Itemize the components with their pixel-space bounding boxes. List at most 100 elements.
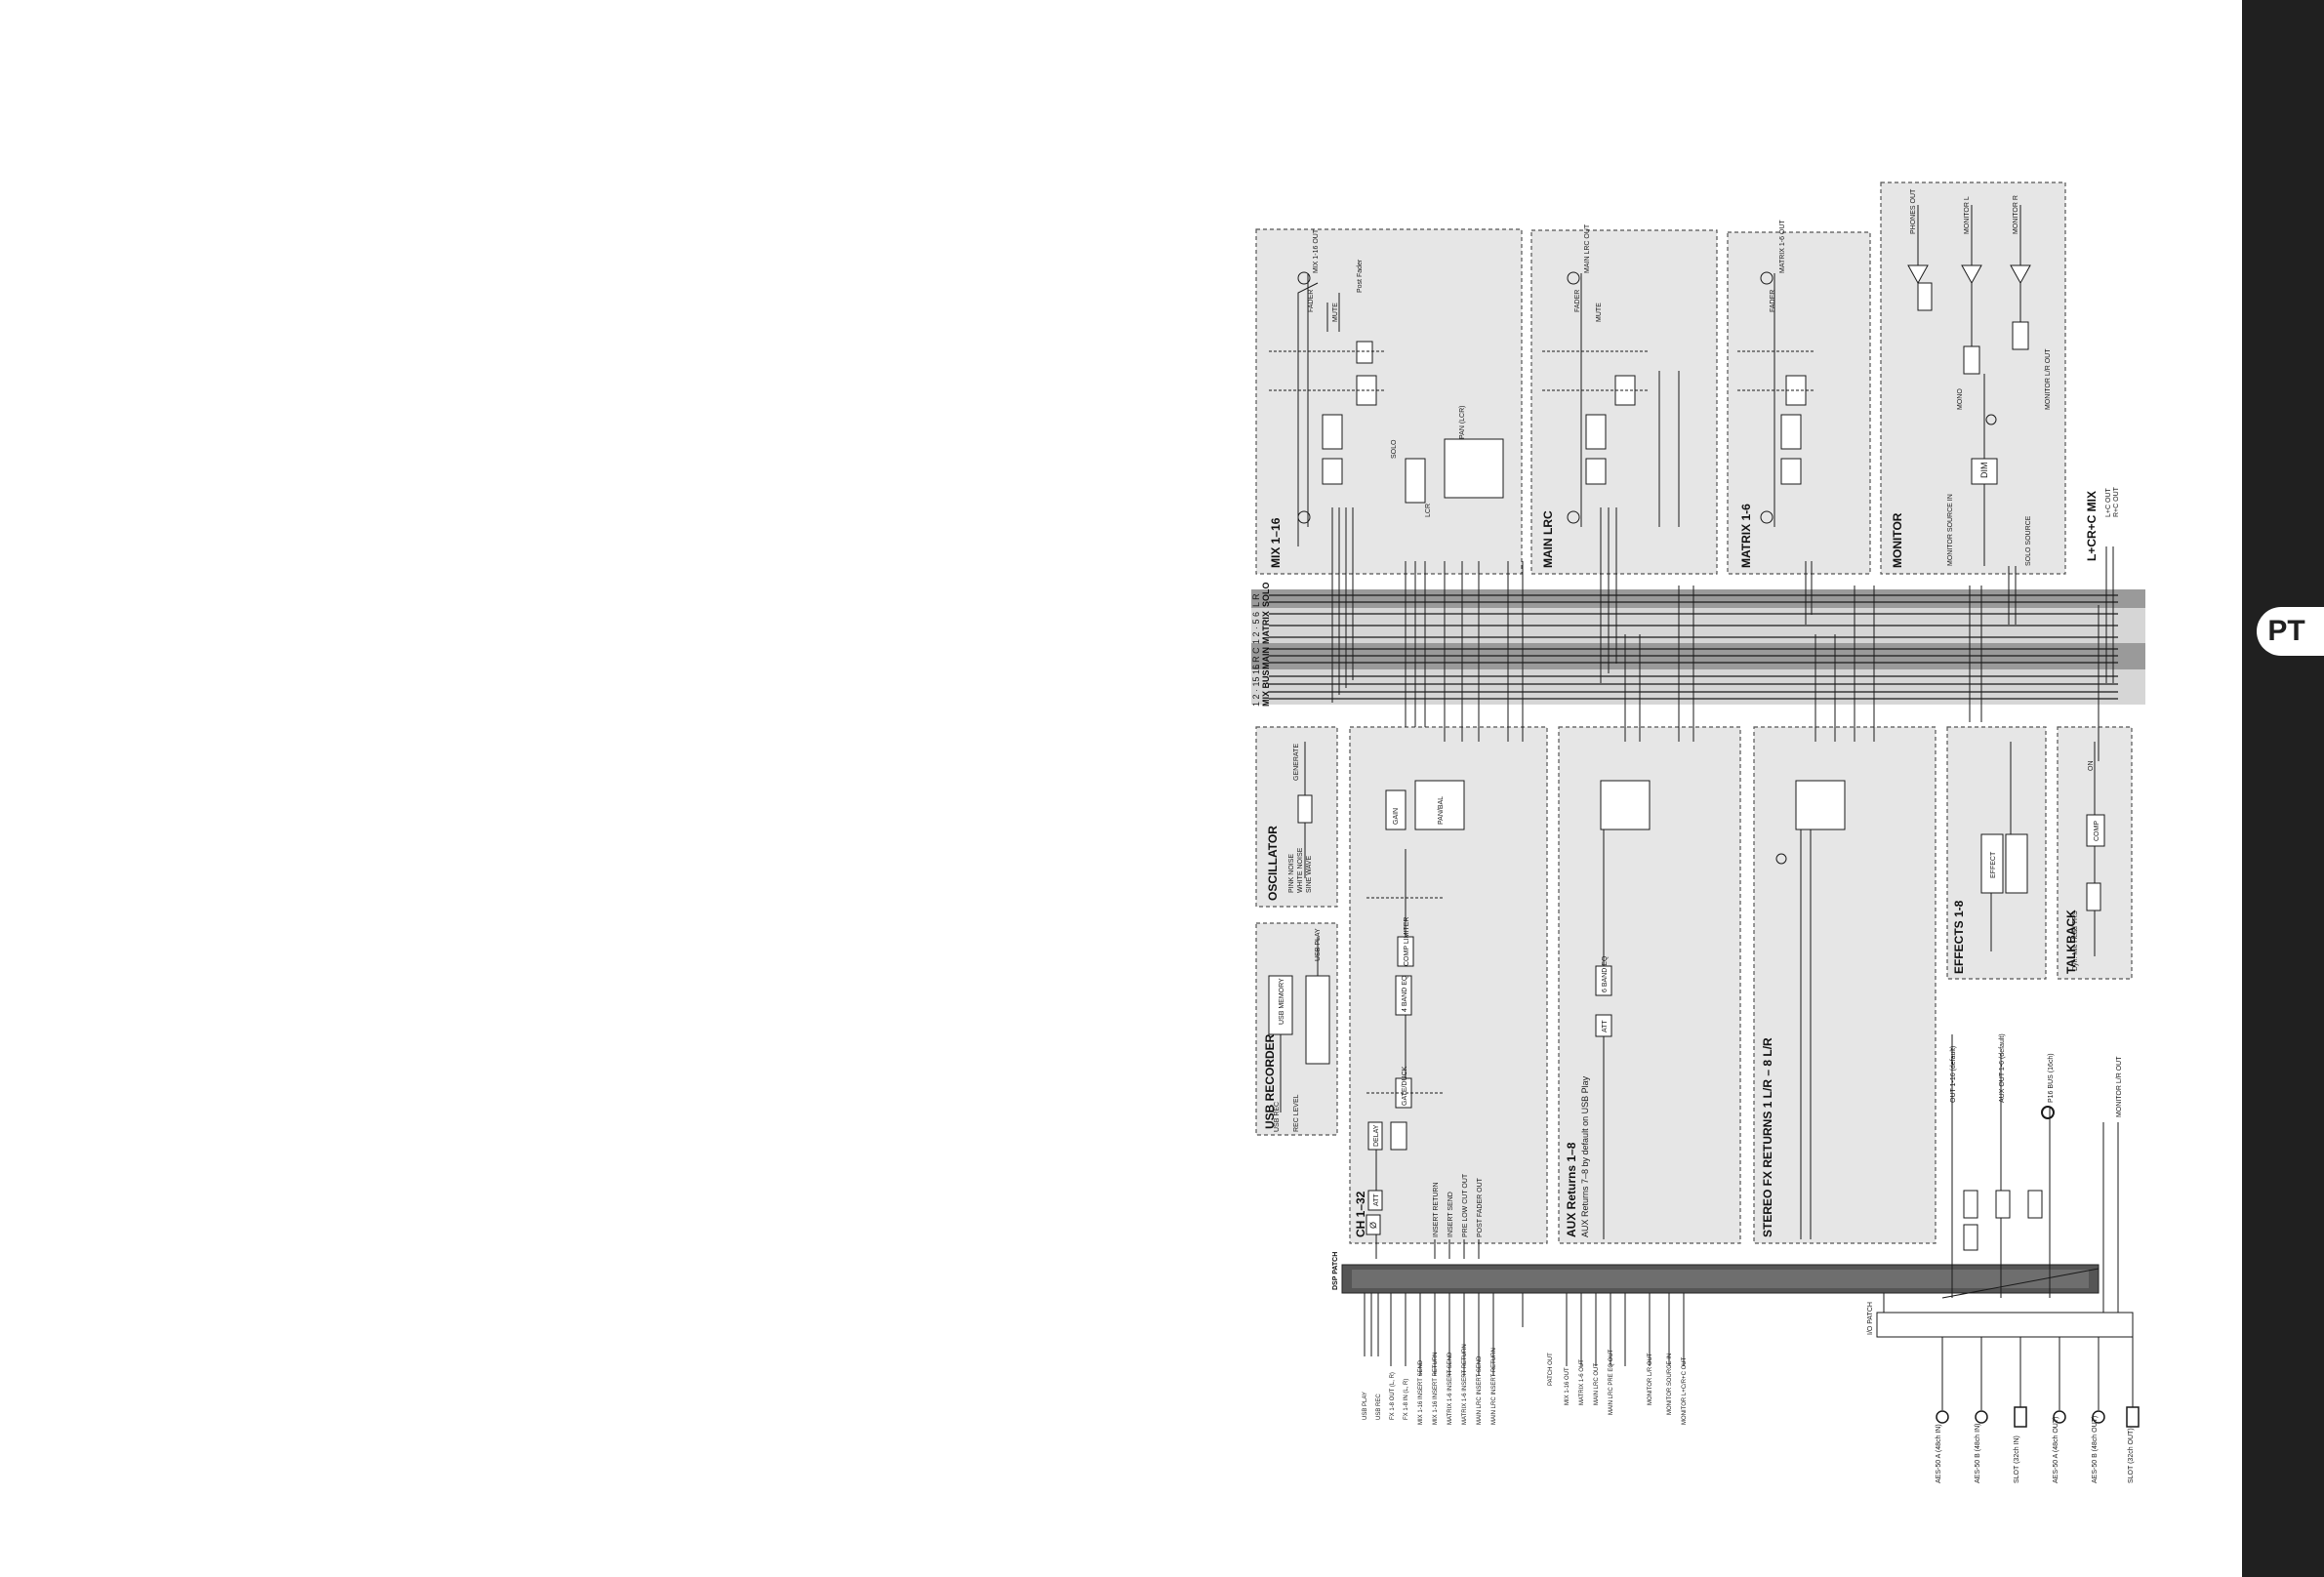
- main-eq-box: [1585, 414, 1607, 450]
- usb-player-box: [1305, 975, 1330, 1065]
- monitor-labels: PHONES OUT MONITOR L MONITOR R MONO DIM …: [1910, 188, 2120, 566]
- bus-label-solo: SOLO: [1261, 582, 1271, 607]
- oscillator-type-white: WHITE NOISE: [1297, 847, 1304, 893]
- title-lcr-mix: L+CR+C MIX: [2085, 491, 2099, 561]
- dsp-label-mix-insert-send: MIX 1-16 INSERT SEND: [1418, 1359, 1424, 1425]
- matrix-internals: [1737, 271, 1815, 527]
- aes50b-in-icon: [1975, 1410, 1988, 1424]
- io-port-aes50b-in: AES-50 B (48ch IN): [1975, 1424, 1981, 1483]
- io-port-slot-out: SLOT (32ch OUT): [2128, 1428, 2135, 1483]
- mix-pan-label: PAN (LCR): [1459, 406, 1466, 439]
- effect-stereo-box: [2005, 833, 2028, 894]
- usb-play-label: USB PLAY: [1315, 928, 1322, 961]
- matrix-eq-box: [1780, 414, 1802, 450]
- io-port-icons: [1936, 1406, 2140, 1428]
- monitor-internals: [1907, 205, 2031, 566]
- ch-tap-pre-low-cut: PRE LOW CUT OUT: [1462, 1173, 1469, 1237]
- talkback-comp-box: [2086, 814, 2105, 847]
- mix-gain-box: [1405, 458, 1426, 504]
- monitor-lr-out2-label: MONITOR L/R OUT: [2116, 1056, 2123, 1117]
- language-tab[interactable]: PT: [2257, 607, 2324, 656]
- matrix-out-label: MATRIX 1-6 OUT: [1779, 220, 1786, 273]
- bus-label-matrix: MATRIX: [1261, 611, 1271, 644]
- io-gain-box-1: [1963, 1190, 1978, 1219]
- matrix-fader-label: FADER: [1770, 290, 1776, 312]
- bus-label-solo-sub: L R: [1251, 593, 1261, 607]
- aux-out-label: AUX OUT 1-6 (default): [1999, 1033, 2006, 1103]
- oscillator-type-sine: SINE WAVE: [1306, 856, 1313, 893]
- dsp-patch: DSP PATCH: [1332, 1252, 2100, 1294]
- mix-out-label: MIX 1-16 OUT: [1313, 228, 1320, 273]
- bus-labels: SOLO L R MATRIX 1 2 · 5 6 MAIN L R C MIX…: [1251, 582, 1271, 707]
- effect-label: EFFECT: [1990, 851, 1997, 878]
- io-patch-label: I/O PATCH: [1867, 1302, 1874, 1335]
- mix-section-box: [1255, 228, 1523, 575]
- title-ch: CH 1–32: [1354, 1191, 1367, 1237]
- mix-post-fader-label: Post Fader: [1357, 259, 1364, 293]
- io-patch: [1876, 1034, 2134, 1410]
- mix-comp-box: [1322, 458, 1343, 485]
- aux-labels: ATT 6 BAND EQ: [1602, 955, 1609, 1032]
- io-delay-box: [1963, 1224, 1978, 1251]
- dsp-stubs: [1364, 1293, 1685, 1376]
- effects-internals: [1980, 742, 2028, 951]
- bus-band: [1251, 589, 2145, 705]
- monitor-dim-label: DIM: [1979, 463, 1989, 479]
- title-mix: MIX 1–16: [1269, 517, 1283, 568]
- mix-labels: MIX 1-16 OUT FADER MUTE Post Fader SOLO …: [1308, 228, 1466, 517]
- title-oscillator: OSCILLATOR: [1266, 826, 1280, 901]
- monitor-source-in-label: MONITOR SOURCE IN: [1947, 494, 1954, 566]
- matrix-comp-box: [1780, 458, 1802, 485]
- title-aux-returns: AUX Returns 1–8: [1565, 1142, 1578, 1237]
- mix-fader-label: FADER: [1308, 290, 1315, 312]
- dsp-label-mix-insert-return: MIX 1-16 INSERT RETURN: [1433, 1353, 1439, 1425]
- ch-phase-label: Ø: [1368, 1222, 1378, 1229]
- ch-gain-box: [1385, 789, 1407, 830]
- dsp-patch-label: DSP PATCH: [1332, 1252, 1339, 1290]
- oscillator-labels: GENERATE PINK NOISE WHITE NOISE SINE WAV…: [1288, 744, 1313, 893]
- dsp-label-fx-out: FX 1-8 OUT (L, R): [1390, 1372, 1396, 1420]
- mix-eq-box: [1322, 414, 1343, 450]
- ch-pan-label: PAN/BAL: [1438, 796, 1445, 825]
- main-comp-box: [1585, 458, 1607, 485]
- ch-pan-box: [1414, 780, 1465, 830]
- mix-mute-label: MUTE: [1332, 303, 1339, 322]
- bus-label-main: MAIN: [1261, 647, 1271, 669]
- dsp-label-usb-rec: USB REC: [1376, 1394, 1382, 1420]
- bus-label-mix-sub: 1 2 · 15 16: [1251, 665, 1261, 707]
- ch-eq-box: [1395, 975, 1412, 1016]
- title-usb-recorder: USB RECORDER: [1263, 1033, 1277, 1129]
- ch-comp-label: COMP LIMITER: [1404, 917, 1410, 966]
- aes50a-in-icon: [1936, 1410, 1949, 1424]
- title-aux-returns-note: AUX Returns 7–8 by default on USB Play: [1580, 1075, 1590, 1237]
- usb-memory-label: USB MEMORY: [1279, 978, 1285, 1025]
- dsp-label-mix-out: MIX 1-16 OUT: [1565, 1367, 1570, 1405]
- ch-att-label: ATT: [1373, 1193, 1380, 1206]
- title-talkback: TALKBACK: [2064, 910, 2078, 974]
- title-main-lrc: MAIN LRC: [1541, 510, 1555, 568]
- talkback-gain-box: [2086, 882, 2101, 911]
- usb-recorder-labels: USB MEMORY USB PLAY USB REC REC LEVEL: [1274, 928, 1322, 1132]
- monitor-section-box: [1880, 182, 2066, 575]
- ch-phase-box: [1366, 1214, 1381, 1235]
- ch-lowcut-box: [1390, 1121, 1407, 1151]
- ch-labels: Ø ATT DELAY GATE/DUCK 4 BAND EQ COMP LIM…: [1368, 796, 1484, 1237]
- dsp-label-patch-out: PATCH OUT: [1548, 1353, 1554, 1386]
- aes50a-out-icon: [2053, 1410, 2066, 1424]
- ch-delay-label: DELAY: [1373, 1124, 1380, 1147]
- matrix-labels: MATRIX 1-6 OUT FADER: [1770, 220, 1786, 312]
- monitor-l-label: MONITOR L: [1964, 196, 1971, 234]
- mix-lcr-label: LCR: [1425, 504, 1432, 517]
- talkback-on-label: ON: [2088, 761, 2095, 772]
- rec-level-label: REC LEVEL: [1293, 1094, 1300, 1132]
- oscillator-gain-box: [1297, 794, 1313, 824]
- dsp-label-fx-in: FX 1-8 IN (L, R): [1404, 1379, 1409, 1420]
- dsp-label-monitor-lr-out: MONITOR L/R OUT: [1648, 1353, 1653, 1405]
- talkback-source-label: Dyn. Mic Head TRS: [2072, 910, 2079, 971]
- io-labels: I/O PATCH AES-50 A (48ch IN) AES-50 B (4…: [1867, 1033, 2135, 1483]
- oscillator-section-box: [1255, 726, 1338, 908]
- aux-att-label: ATT: [1602, 1020, 1609, 1032]
- effect-box: [1980, 833, 2004, 894]
- language-sidebar: [2242, 0, 2324, 1577]
- talkback-comp-label: COMP: [2094, 821, 2100, 841]
